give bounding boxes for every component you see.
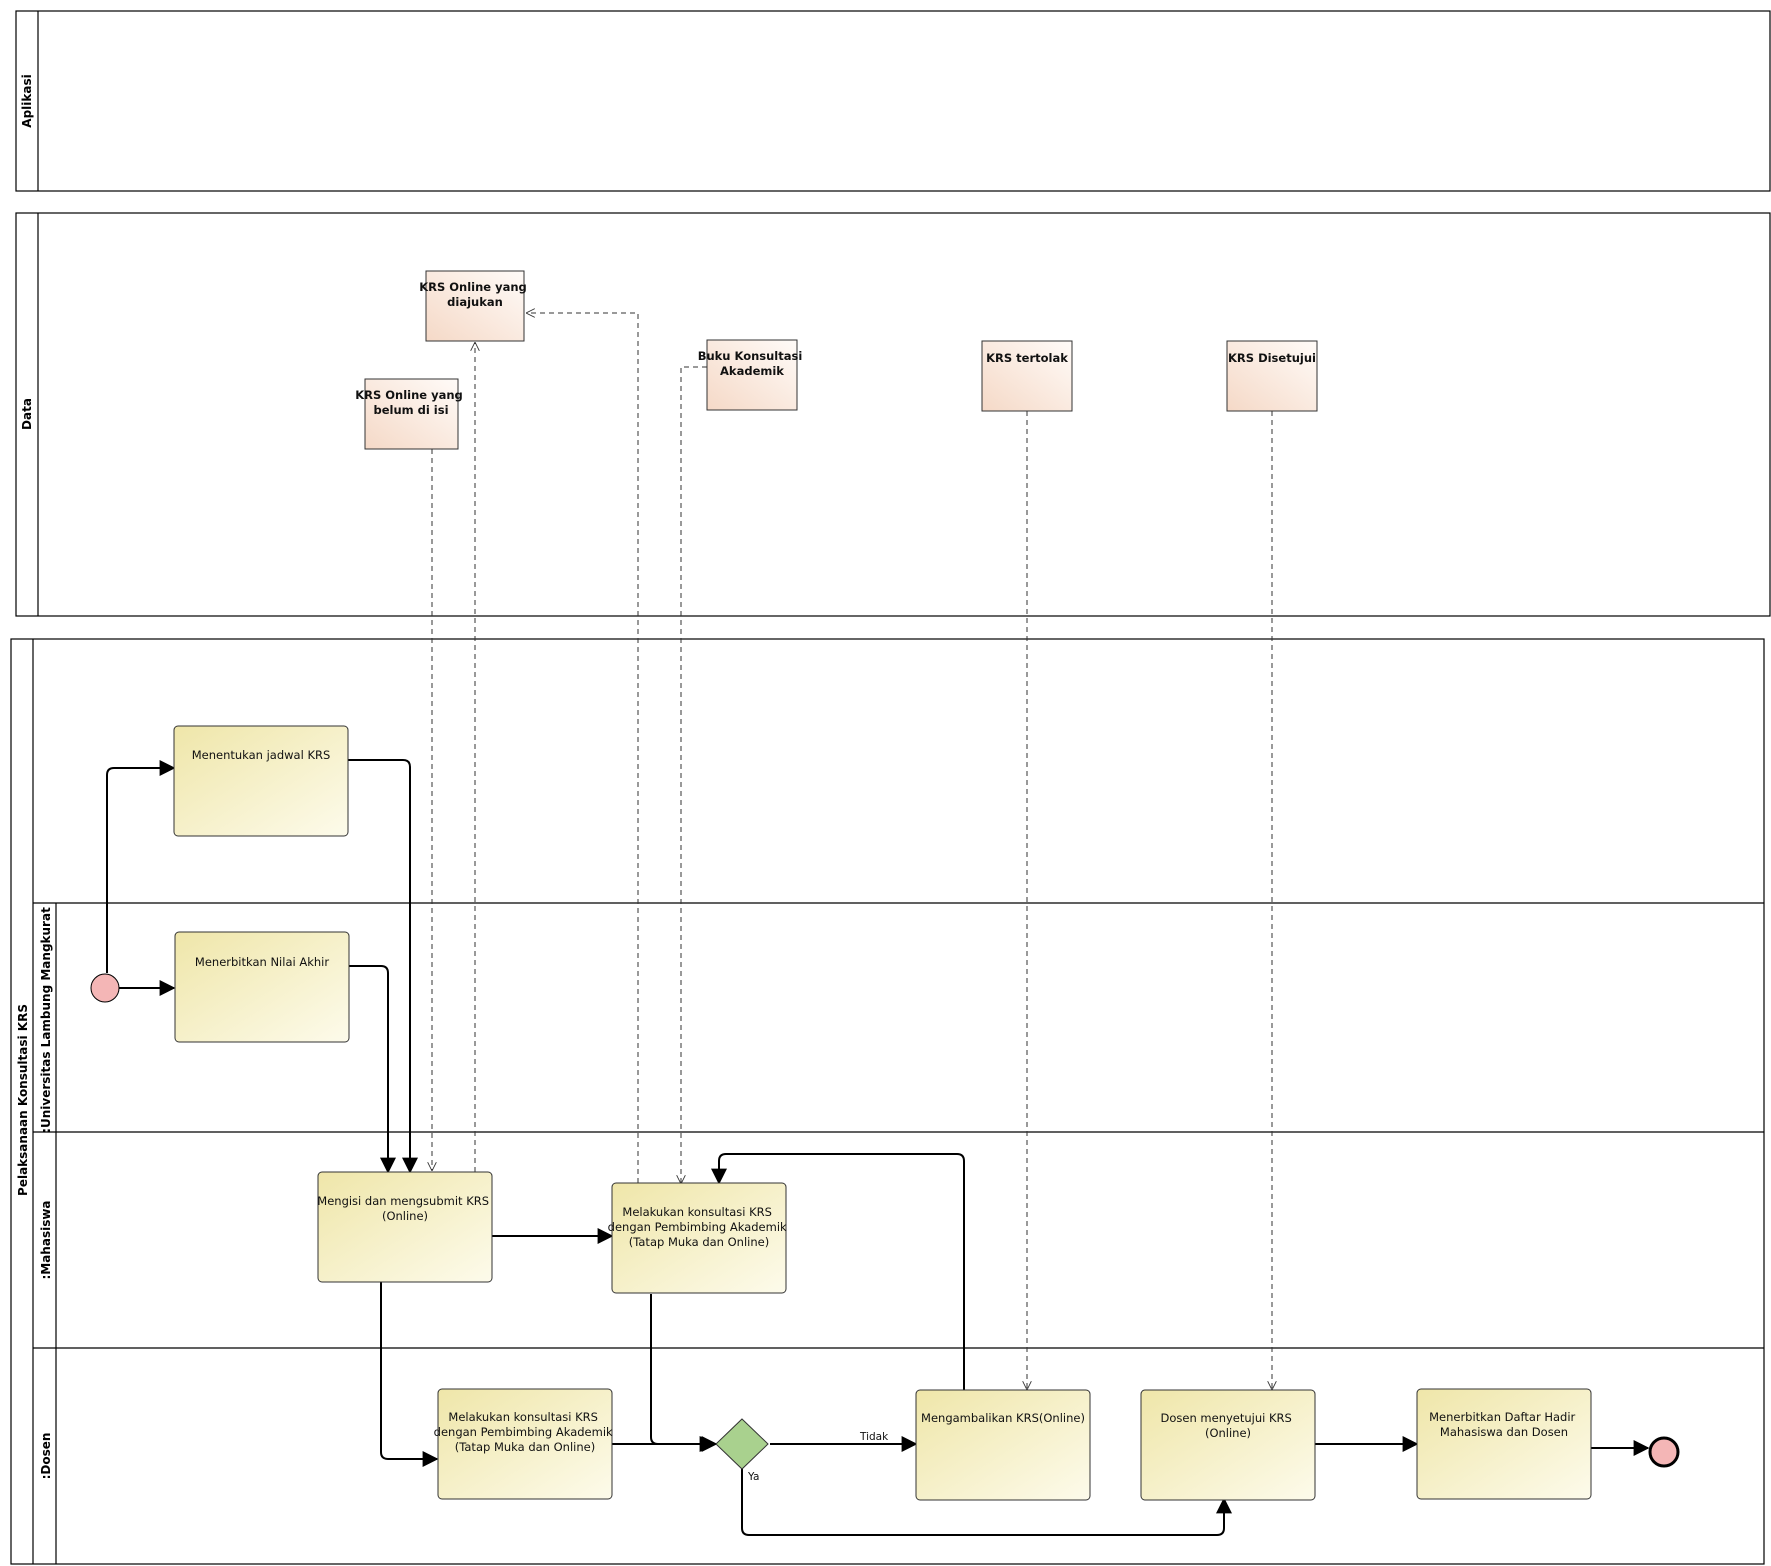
task-konsultasi-krs-dosen[interactable]: Melakukan konsultasi KRS dengan Pembimbi…: [434, 1388, 617, 1500]
task-menentukan-jadwal-krs[interactable]: Menentukan jadwal KRS: [173, 725, 349, 837]
task-menerbitkan-nilai-akhir[interactable]: Menerbitkan Nilai Akhir: [174, 931, 350, 1043]
svg-text:KRS tertolak: KRS tertolak: [986, 351, 1068, 365]
svg-text:Buku Konsultasi Akademik: Buku Konsultasi Akademik: [698, 349, 807, 378]
gateway-label-tidak: Tidak: [859, 1431, 889, 1443]
task-konsultasi-krs-mahasiswa[interactable]: Melakukan konsultasi KRS dengan Pembimbi…: [608, 1182, 791, 1294]
data-object-buku-konsultasi[interactable]: Buku Konsultasi Akademik: [698, 339, 807, 411]
svg-text:Dosen menyetujui KRS (On: Dosen menyetujui KRS (Online): [1161, 1411, 1296, 1440]
svg-text:Menerbitkan Daftar Hadir: Menerbitkan Daftar Hadir Mahasiswa dan D…: [1429, 1410, 1579, 1439]
data-object-krs-tertolak[interactable]: KRS tertolak: [981, 340, 1073, 412]
data-object-krs-belum-diisi[interactable]: KRS Online yang belum di isi: [355, 378, 467, 450]
svg-text:Melakukan konsultasi KRS: Melakukan konsultasi KRS dengan Pembimbi…: [608, 1205, 791, 1249]
start-event[interactable]: [90, 973, 120, 1003]
svg-text:Mengambalikan KRS(Online): Mengambalikan KRS(Online): [921, 1411, 1085, 1425]
pool-main: Pelaksanaan Konsultasi KRS :Universitas …: [10, 638, 1765, 1565]
end-event[interactable]: [1648, 1436, 1680, 1468]
svg-text:KRS Disetujui: KRS Disetujui: [1228, 351, 1316, 365]
data-object-krs-disetujui[interactable]: KRS Disetujui: [1226, 340, 1318, 412]
pool-data-label: Data: [20, 398, 34, 430]
svg-text:KRS Online yang diajukan: KRS Online yang diajukan: [419, 280, 531, 309]
svg-text:Mengisi dan mengsubmit KRS: Mengisi dan mengsubmit KRS (Online): [317, 1194, 492, 1223]
lane-universitas-label: :Universitas Lambung Mangkurat: [39, 907, 53, 1133]
pool-main-label: Pelaksanaan Konsultasi KRS: [16, 1004, 30, 1196]
svg-text:KRS Online yang belum di: KRS Online yang belum di isi: [355, 388, 467, 417]
pool-aplikasi-label: Aplikasi: [20, 74, 34, 127]
data-associations: [432, 313, 1272, 1389]
task-mengembalikan-krs[interactable]: Mengambalikan KRS(Online): [915, 1389, 1091, 1501]
task-menerbitkan-daftar-hadir[interactable]: Menerbitkan Daftar Hadir Mahasiswa dan D…: [1416, 1388, 1592, 1500]
pool-data: Data: [15, 212, 1771, 617]
lane-mahasiswa-label: :Mahasiswa: [39, 1200, 53, 1279]
svg-text:Menentukan jadwal KRS: Menentukan jadwal KRS: [192, 748, 331, 762]
svg-text:Menerbitkan Nilai Akhir: Menerbitkan Nilai Akhir: [195, 955, 329, 969]
svg-text:Melakukan konsultasi KRS: Melakukan konsultasi KRS dengan Pembimbi…: [434, 1410, 617, 1454]
lane-dosen-label: :Dosen: [39, 1433, 53, 1480]
exclusive-gateway[interactable]: [715, 1418, 769, 1470]
data-object-krs-diajukan[interactable]: KRS Online yang diajukan: [419, 270, 531, 342]
task-dosen-menyetujui-krs[interactable]: Dosen menyetujui KRS (Online): [1140, 1389, 1316, 1501]
task-mengisi-submit-krs[interactable]: Mengisi dan mengsubmit KRS (Online): [317, 1171, 493, 1283]
pool-aplikasi: Aplikasi: [15, 10, 1771, 192]
gateway-label-ya: Ya: [747, 1471, 759, 1483]
